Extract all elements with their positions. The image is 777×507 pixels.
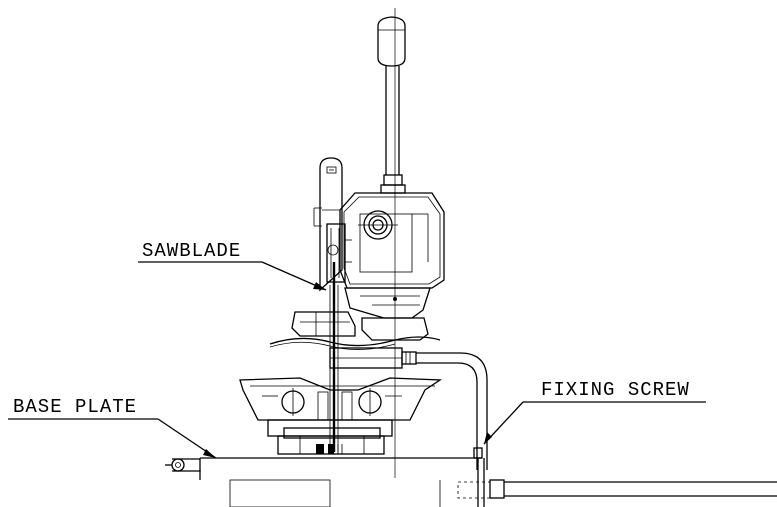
label-sawblade-text: SAWBLADE: [142, 240, 241, 262]
lever-handle: [377, 16, 406, 194]
blade-guard-arm: [313, 157, 352, 292]
label-sawblade: SAWBLADE: [138, 240, 327, 291]
label-base-plate-text: BASE PLATE: [13, 396, 137, 418]
label-base-plate: BASE PLATE: [8, 396, 217, 459]
base-plate: [165, 457, 482, 507]
sawblade: [329, 262, 339, 452]
label-fixing-screw-arrow: [484, 432, 492, 444]
label-base-plate-arrow: [203, 449, 216, 458]
fixing-screw: [439, 447, 777, 507]
carriage-bracket: [269, 311, 441, 350]
turntable: [267, 419, 393, 455]
label-fixing-screw: FIXING SCREW: [483, 379, 706, 445]
clamp-cylinder: [329, 347, 488, 470]
label-fixing-screw-text: FIXING SCREW: [541, 379, 690, 401]
head-housing: [339, 192, 445, 319]
vise-jaws: [239, 377, 443, 421]
